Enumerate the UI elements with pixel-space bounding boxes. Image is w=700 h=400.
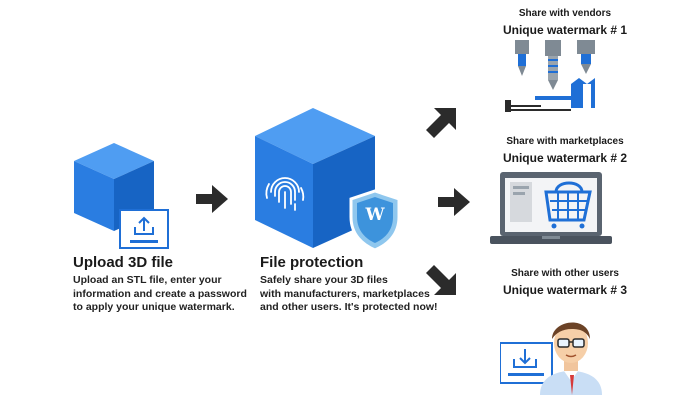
target-watermark-label: Unique watermark # 1 — [502, 23, 628, 37]
download-icon — [500, 342, 553, 384]
target-users: Share with other users Unique watermark … — [470, 264, 660, 297]
arrow-right-icon — [196, 184, 230, 214]
shield-icon — [349, 189, 401, 250]
step1-desc-line: Upload an STL file, enter your — [73, 274, 222, 286]
arrow-right-icon — [438, 187, 472, 217]
step2-title: File protection — [260, 254, 364, 271]
arrow-down-right-icon — [426, 265, 458, 297]
user-avatar-icon — [500, 305, 620, 395]
step2-desc-line: Safely share your 3D files — [260, 274, 388, 286]
step1-description: Upload an STL file, enter your informati… — [73, 274, 247, 315]
step1-desc-line: information and create a password — [73, 287, 247, 300]
target-watermark-label: Unique watermark # 3 — [502, 283, 628, 297]
step1-desc-line: to apply your unique watermark. — [73, 301, 235, 313]
upload-cube-illustration — [72, 143, 172, 253]
arrow-up-right-icon — [426, 106, 458, 138]
target-share-label: Share with other users — [511, 268, 619, 279]
target-vendors: Share with vendors Unique watermark # 1 — [470, 0, 660, 37]
step1-title: Upload 3D file — [73, 254, 174, 271]
protected-cube-illustration — [255, 108, 405, 250]
target-share-label: Share with marketplaces — [506, 136, 624, 147]
nozzles-icon — [505, 40, 615, 112]
step2-desc-line: with manufacturers, marketplaces — [260, 287, 430, 300]
laptop-cart-icon — [490, 172, 612, 248]
shield-letter: W — [365, 205, 385, 225]
target-watermark-label: Unique watermark # 2 — [502, 151, 628, 165]
target-marketplaces: Share with marketplaces Unique watermark… — [470, 132, 660, 165]
target-share-label: Share with vendors — [518, 8, 612, 19]
fingerprint-icon — [265, 177, 305, 211]
upload-icon — [119, 209, 169, 249]
step2-desc-line: and other users. It's protected now! — [260, 301, 438, 313]
step2-description: Safely share your 3D files with manufact… — [260, 274, 438, 315]
